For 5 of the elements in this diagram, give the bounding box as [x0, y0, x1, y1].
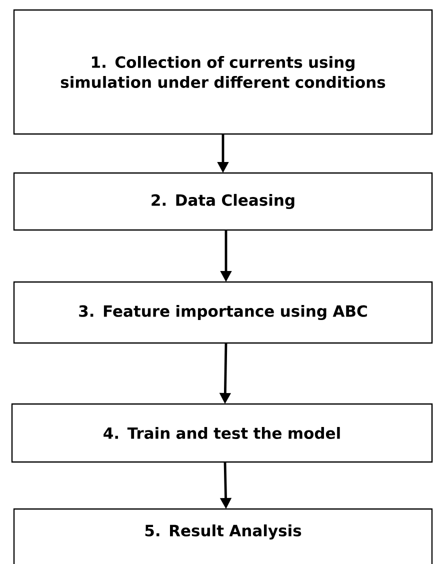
- process-box: 3. Feature importance using ABC: [13, 281, 433, 344]
- process-box: 2. Data Cleasing: [13, 172, 433, 231]
- process-box: 5. Result Analysis: [13, 508, 433, 564]
- process-box: 4. Train and test the model: [11, 403, 433, 463]
- process-box: 1. Collection of currents using simulation under different conditions: [13, 9, 433, 135]
